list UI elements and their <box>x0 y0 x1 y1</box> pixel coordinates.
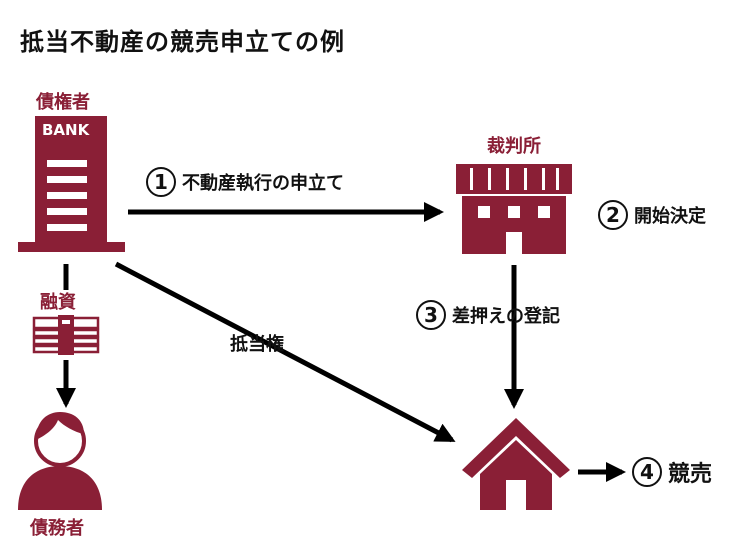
mortgage-label: 抵当権 <box>230 334 284 355</box>
step-4-label: 競売 <box>668 462 713 487</box>
creditor-label: 債権者 <box>36 92 90 113</box>
loan-label: 融資 <box>40 292 76 313</box>
money-bundle-icon <box>32 315 100 355</box>
debtor-label: 債務者 <box>30 518 84 539</box>
step-2: 2 開始決定 <box>598 200 706 230</box>
step-4-number: 4 <box>632 457 662 487</box>
diagram-title: 抵当不動産の競売申立ての例 <box>20 28 345 56</box>
court-building-icon <box>456 164 572 254</box>
step-2-label: 開始決定 <box>634 206 706 227</box>
bank-building-icon <box>18 116 125 252</box>
step-1-number: 1 <box>146 167 176 197</box>
step-4: 4 競売 <box>632 456 712 488</box>
person-icon <box>18 412 102 510</box>
bank-sign: BANK <box>42 121 90 139</box>
court-label: 裁判所 <box>487 136 541 157</box>
house-icon <box>462 418 570 510</box>
step-1: 1 不動産執行の申立て <box>146 167 344 197</box>
step-1-label: 不動産執行の申立て <box>182 173 344 194</box>
step-3-label: 差押えの登記 <box>452 306 560 327</box>
step-3-number: 3 <box>416 300 446 330</box>
step-3: 3 差押えの登記 <box>416 300 560 330</box>
arrow-creditor-to-property <box>114 261 456 443</box>
step-2-number: 2 <box>598 200 628 230</box>
